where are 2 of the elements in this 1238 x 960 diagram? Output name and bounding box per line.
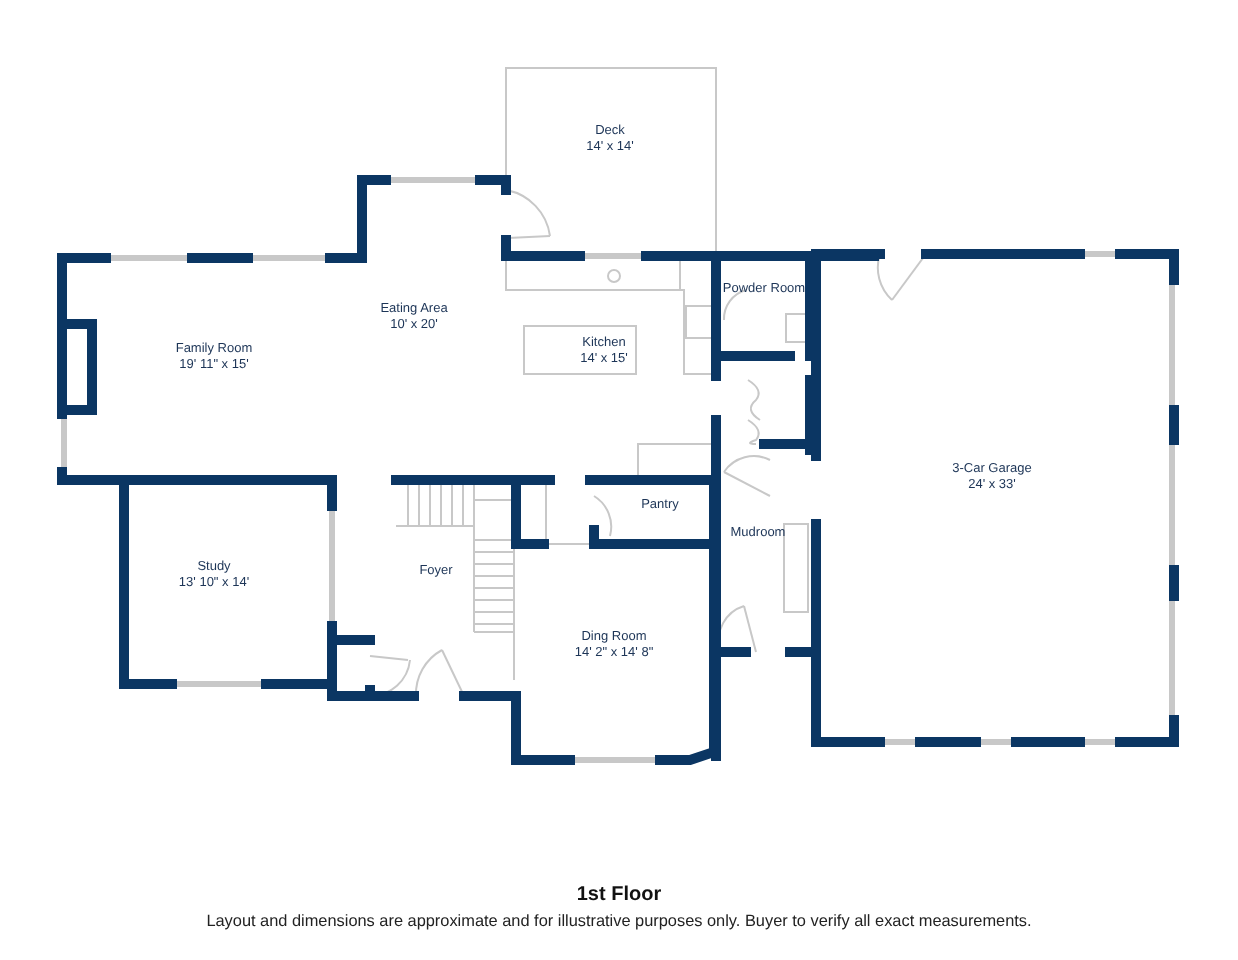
- plan-title: 1st Floor: [576, 884, 662, 906]
- disclaimer-caption: Layout and dimensions are approximate and for illustrative purposes only. Buyer to verify all exact measurements.: [206, 912, 1032, 930]
